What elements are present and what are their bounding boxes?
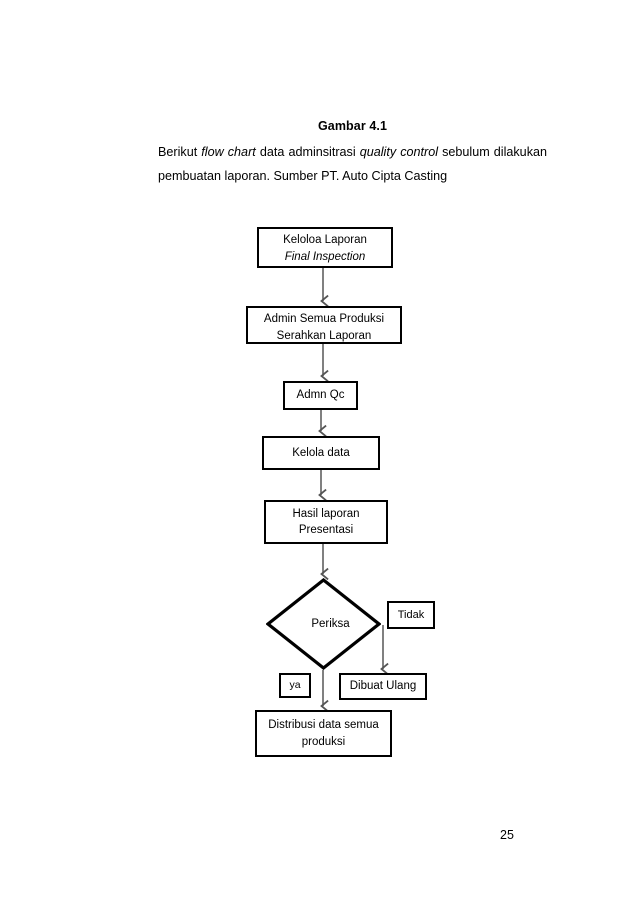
flow-node-admin-line2: Serahkan Laporan: [276, 329, 372, 342]
flow-node-hasil-laporan[interactable]: Hasil laporan Presentasi: [264, 500, 388, 544]
figure-caption: Berikut flow chart data adminsitrasi qua…: [158, 141, 547, 188]
flow-node-kelola-data-label: Kelola data: [292, 446, 350, 459]
flow-node-keloloa-laporan[interactable]: Keloloa Laporan Final Inspection: [257, 227, 393, 268]
flow-node-periksa-decision[interactable]: Periksa: [266, 578, 381, 670]
caption-seg-3: quality control: [359, 145, 439, 159]
figure-title: Gambar 4.1: [317, 119, 388, 133]
flow-node-distribusi-data[interactable]: Distribusi data semua produksi: [255, 710, 392, 757]
flow-node-tidak[interactable]: Tidak: [387, 601, 435, 629]
flow-node-hasil-line1: Hasil laporan: [292, 507, 360, 520]
page-number: 25: [500, 828, 514, 842]
flow-node-keloloa-line1: Keloloa Laporan: [283, 234, 367, 246]
caption-seg-2: data adminsitrasi: [255, 145, 360, 159]
flow-node-dibuat-ulang[interactable]: Dibuat Ulang: [339, 673, 427, 700]
caption-seg-0: Berikut: [158, 145, 202, 159]
flow-node-distribusi-line1: Distribusi data semua: [268, 719, 379, 731]
flow-node-keloloa-line2: Final Inspection: [284, 250, 366, 263]
caption-seg-4: sebulum dilakukan pembuatan laporan. Sum…: [158, 145, 547, 183]
flow-node-kelola-data[interactable]: Kelola data: [262, 436, 380, 470]
diamond-shape: [266, 578, 381, 670]
caption-seg-1: flow chart: [201, 145, 256, 159]
figure-text-block: Gambar 4.1 Berikut flow chart data admin…: [158, 118, 547, 188]
flow-node-ya-label: ya: [289, 679, 301, 692]
flow-node-admin-line1: Admin Semua Produksi: [263, 313, 385, 325]
flow-node-distribusi-line2: produksi: [301, 735, 346, 748]
flow-node-ya[interactable]: ya: [279, 673, 311, 698]
flow-node-admn-qc[interactable]: Admn Qc: [283, 381, 358, 410]
flow-node-hasil-line2: Presentasi: [298, 524, 354, 536]
flow-node-dibuat-ulang-label: Dibuat Ulang: [349, 680, 417, 693]
flow-node-tidak-label: Tidak: [397, 608, 425, 621]
flow-node-admn-qc-label: Admn Qc: [296, 389, 345, 402]
flow-node-periksa-label: Periksa: [311, 618, 350, 630]
flow-node-admin-semua-produksi[interactable]: Admin Semua Produksi Serahkan Laporan: [246, 306, 402, 344]
